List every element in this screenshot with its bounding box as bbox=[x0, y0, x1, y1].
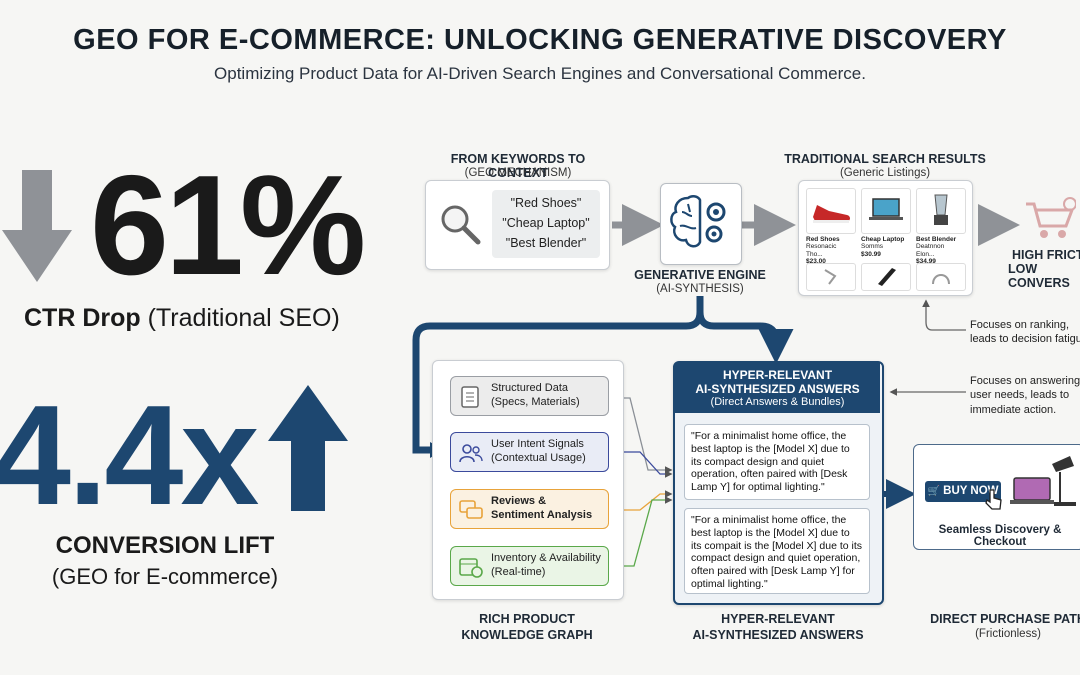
buy-now-button[interactable]: 🛒 BUY NOW bbox=[925, 481, 1001, 502]
engine-subtitle: (AI-SYNTHESIS) bbox=[656, 283, 744, 295]
answers-caption-1: HYPER-RELEVANT bbox=[721, 612, 835, 626]
brain-gear-icon bbox=[670, 195, 726, 248]
ranking-note: Focuses on ranking, leads to decision fa… bbox=[970, 319, 1080, 346]
conversion-lift-value: 4.4x bbox=[0, 376, 259, 535]
tablet-icon bbox=[878, 268, 896, 286]
shopping-cart-icon bbox=[1026, 197, 1076, 238]
node-structured-data: Structured Data(Specs, Materials) bbox=[450, 376, 609, 416]
ctr-drop-label-bold: CTR Drop bbox=[24, 304, 141, 332]
knowledge-caption-1: RICH PRODUCT bbox=[479, 612, 575, 626]
answering-note: Focuses on answering user needs, leads t… bbox=[970, 375, 1080, 416]
serp-product-laptop: Cheap Laptop Somms $30.99 bbox=[861, 188, 911, 258]
keyword-item: "Cheap Laptop" bbox=[502, 216, 590, 230]
answers-caption-2: AI-SYNTHESIZED ANSWERS bbox=[692, 628, 864, 642]
keywords-title: FROM KEYWORDS TO CONTEXT bbox=[450, 152, 586, 180]
headphones-icon bbox=[932, 274, 950, 285]
shoe-icon bbox=[813, 205, 850, 223]
laptop-icon bbox=[869, 198, 903, 220]
serp-subtitle: (Generic Listings) bbox=[839, 167, 931, 179]
lamp-icon bbox=[824, 269, 837, 285]
serp-product-blender: Best Blender Deatnnon Elon... $34.99 bbox=[916, 188, 966, 266]
cursor-hand-icon bbox=[985, 489, 1002, 510]
calendar-clock-icon bbox=[459, 558, 483, 578]
knowledge-caption-2: KNOWLEDGE GRAPH bbox=[461, 628, 593, 642]
ctr-drop-label-rest: (Traditional SEO) bbox=[147, 304, 340, 332]
serp-product-placeholder bbox=[916, 263, 966, 291]
conversion-label: LOW CONVERS bbox=[1008, 262, 1070, 290]
purchase-caption-1: DIRECT PURCHASE PATH bbox=[930, 612, 1080, 626]
keywords-subtitle: (GEO MECHANISM) bbox=[464, 167, 572, 179]
document-icon bbox=[461, 386, 479, 408]
answer-quote-2: "For a minimalist home office, the best … bbox=[684, 508, 870, 594]
friction-label: HIGH FRICTI bbox=[1012, 248, 1080, 262]
users-icon bbox=[459, 444, 483, 463]
answer-quote-1: "For a minimalist home office, the best … bbox=[684, 424, 870, 500]
up-arrow-icon bbox=[268, 385, 348, 511]
serp-product-placeholder bbox=[806, 263, 856, 291]
answers-header: HYPER-RELEVANT AI-SYNTHESIZED ANSWERS (D… bbox=[675, 363, 880, 413]
ctr-drop-value: 61% bbox=[90, 146, 366, 305]
page-subtitle: Optimizing Product Data for AI-Driven Se… bbox=[214, 64, 866, 83]
node-reviews: Reviews &Sentiment Analysis bbox=[450, 489, 609, 529]
page-title: GEO FOR E-COMMERCE: UNLOCKING GENERATIVE… bbox=[73, 24, 1007, 56]
ctr-drop-label: CTR Drop (Traditional SEO) bbox=[24, 304, 340, 333]
cart-icon: 🛒 bbox=[927, 486, 940, 497]
keyword-item: "Red Shoes" bbox=[510, 196, 582, 210]
note-line-ranking bbox=[922, 299, 966, 331]
serp-product-placeholder bbox=[861, 263, 911, 291]
conversion-lift-sublabel: (GEO for E-commerce) bbox=[51, 564, 279, 589]
engine-title: GENERATIVE ENGINE bbox=[634, 268, 766, 282]
node-user-intent: User Intent Signals(Contextual Usage) bbox=[450, 432, 609, 472]
keyword-list: "Red Shoes" "Cheap Laptop" "Best Blender… bbox=[492, 190, 600, 258]
serp-title: TRADITIONAL SEARCH RESULTS bbox=[784, 152, 986, 166]
blender-icon bbox=[934, 194, 948, 225]
keyword-item: "Best Blender" bbox=[505, 236, 587, 250]
down-arrow-icon bbox=[2, 170, 72, 282]
laptop-lamp-icon bbox=[1010, 456, 1076, 506]
serp-product-shoes: Red Shoes Resonacic Tho... $23.00 bbox=[806, 188, 856, 266]
conversion-lift-label: CONVERSION LIFT bbox=[55, 532, 275, 559]
purchase-caption-2: (Frictionless) bbox=[975, 628, 1041, 640]
chat-bubbles-icon bbox=[459, 500, 483, 519]
purchase-label: Seamless Discovery & Checkout bbox=[938, 524, 1062, 548]
magnifier-icon bbox=[441, 205, 481, 245]
node-inventory: Inventory & Availability(Real-time) bbox=[450, 546, 609, 586]
